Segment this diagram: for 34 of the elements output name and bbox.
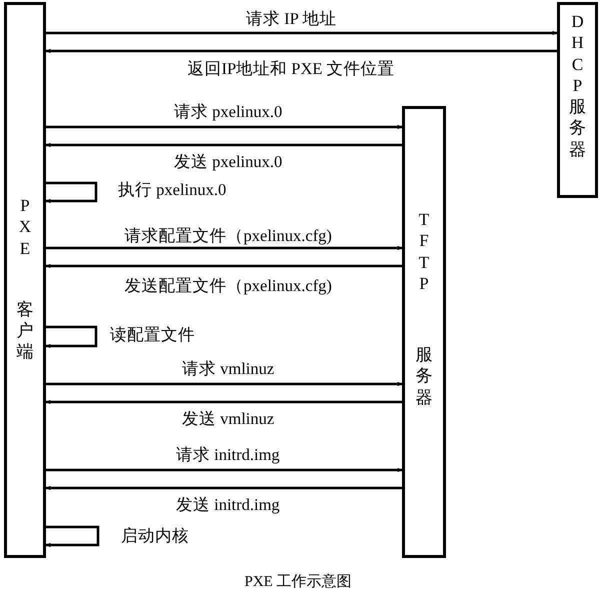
arrow (46, 326, 98, 348)
vertical-label: PXE (18, 195, 32, 259)
participant-bar (557, 2, 598, 198)
edge-label: 发送 initrd.img (174, 496, 282, 514)
edge-label: 请求配置文件（pxelinux.cfg) (122, 227, 334, 246)
edge-label: 读配置文件 (108, 326, 197, 344)
arrow (46, 486, 402, 490)
arrow (46, 468, 402, 472)
arrow (46, 264, 402, 268)
arrow (46, 382, 402, 386)
arrow (46, 246, 402, 250)
edge-label: 发送 vmlinuz (180, 410, 276, 428)
arrow (46, 526, 100, 548)
vertical-label: TFTP (418, 209, 430, 294)
vertical-label: 客户端 (16, 298, 34, 362)
edge-label: 发送配置文件（pxelinux.cfg) (122, 277, 334, 296)
arrow (46, 182, 98, 204)
vertical-label: DHCP服务器 (569, 11, 586, 160)
edge-label: 请求 initrd.img (174, 446, 282, 464)
edge-label: 执行 pxelinux.0 (116, 181, 228, 200)
arrow (46, 124, 402, 130)
arrow (46, 48, 557, 54)
edge-label: 启动内核 (119, 527, 191, 546)
caption: PXE 工作示意图 (244, 572, 352, 591)
arrow (46, 400, 402, 404)
vertical-label: 服务器 (416, 344, 432, 408)
edge-label: 请求 pxelinux.0 (172, 103, 284, 122)
edge-label: 请求 IP 地址 (244, 10, 338, 28)
participant-bar (402, 106, 446, 558)
edge-label: 发送 pxelinux.0 (172, 153, 284, 172)
edge-label: 请求 vmlinuz (180, 360, 276, 378)
arrow (46, 30, 557, 36)
arrow (46, 142, 402, 148)
participant-bar (4, 2, 46, 558)
